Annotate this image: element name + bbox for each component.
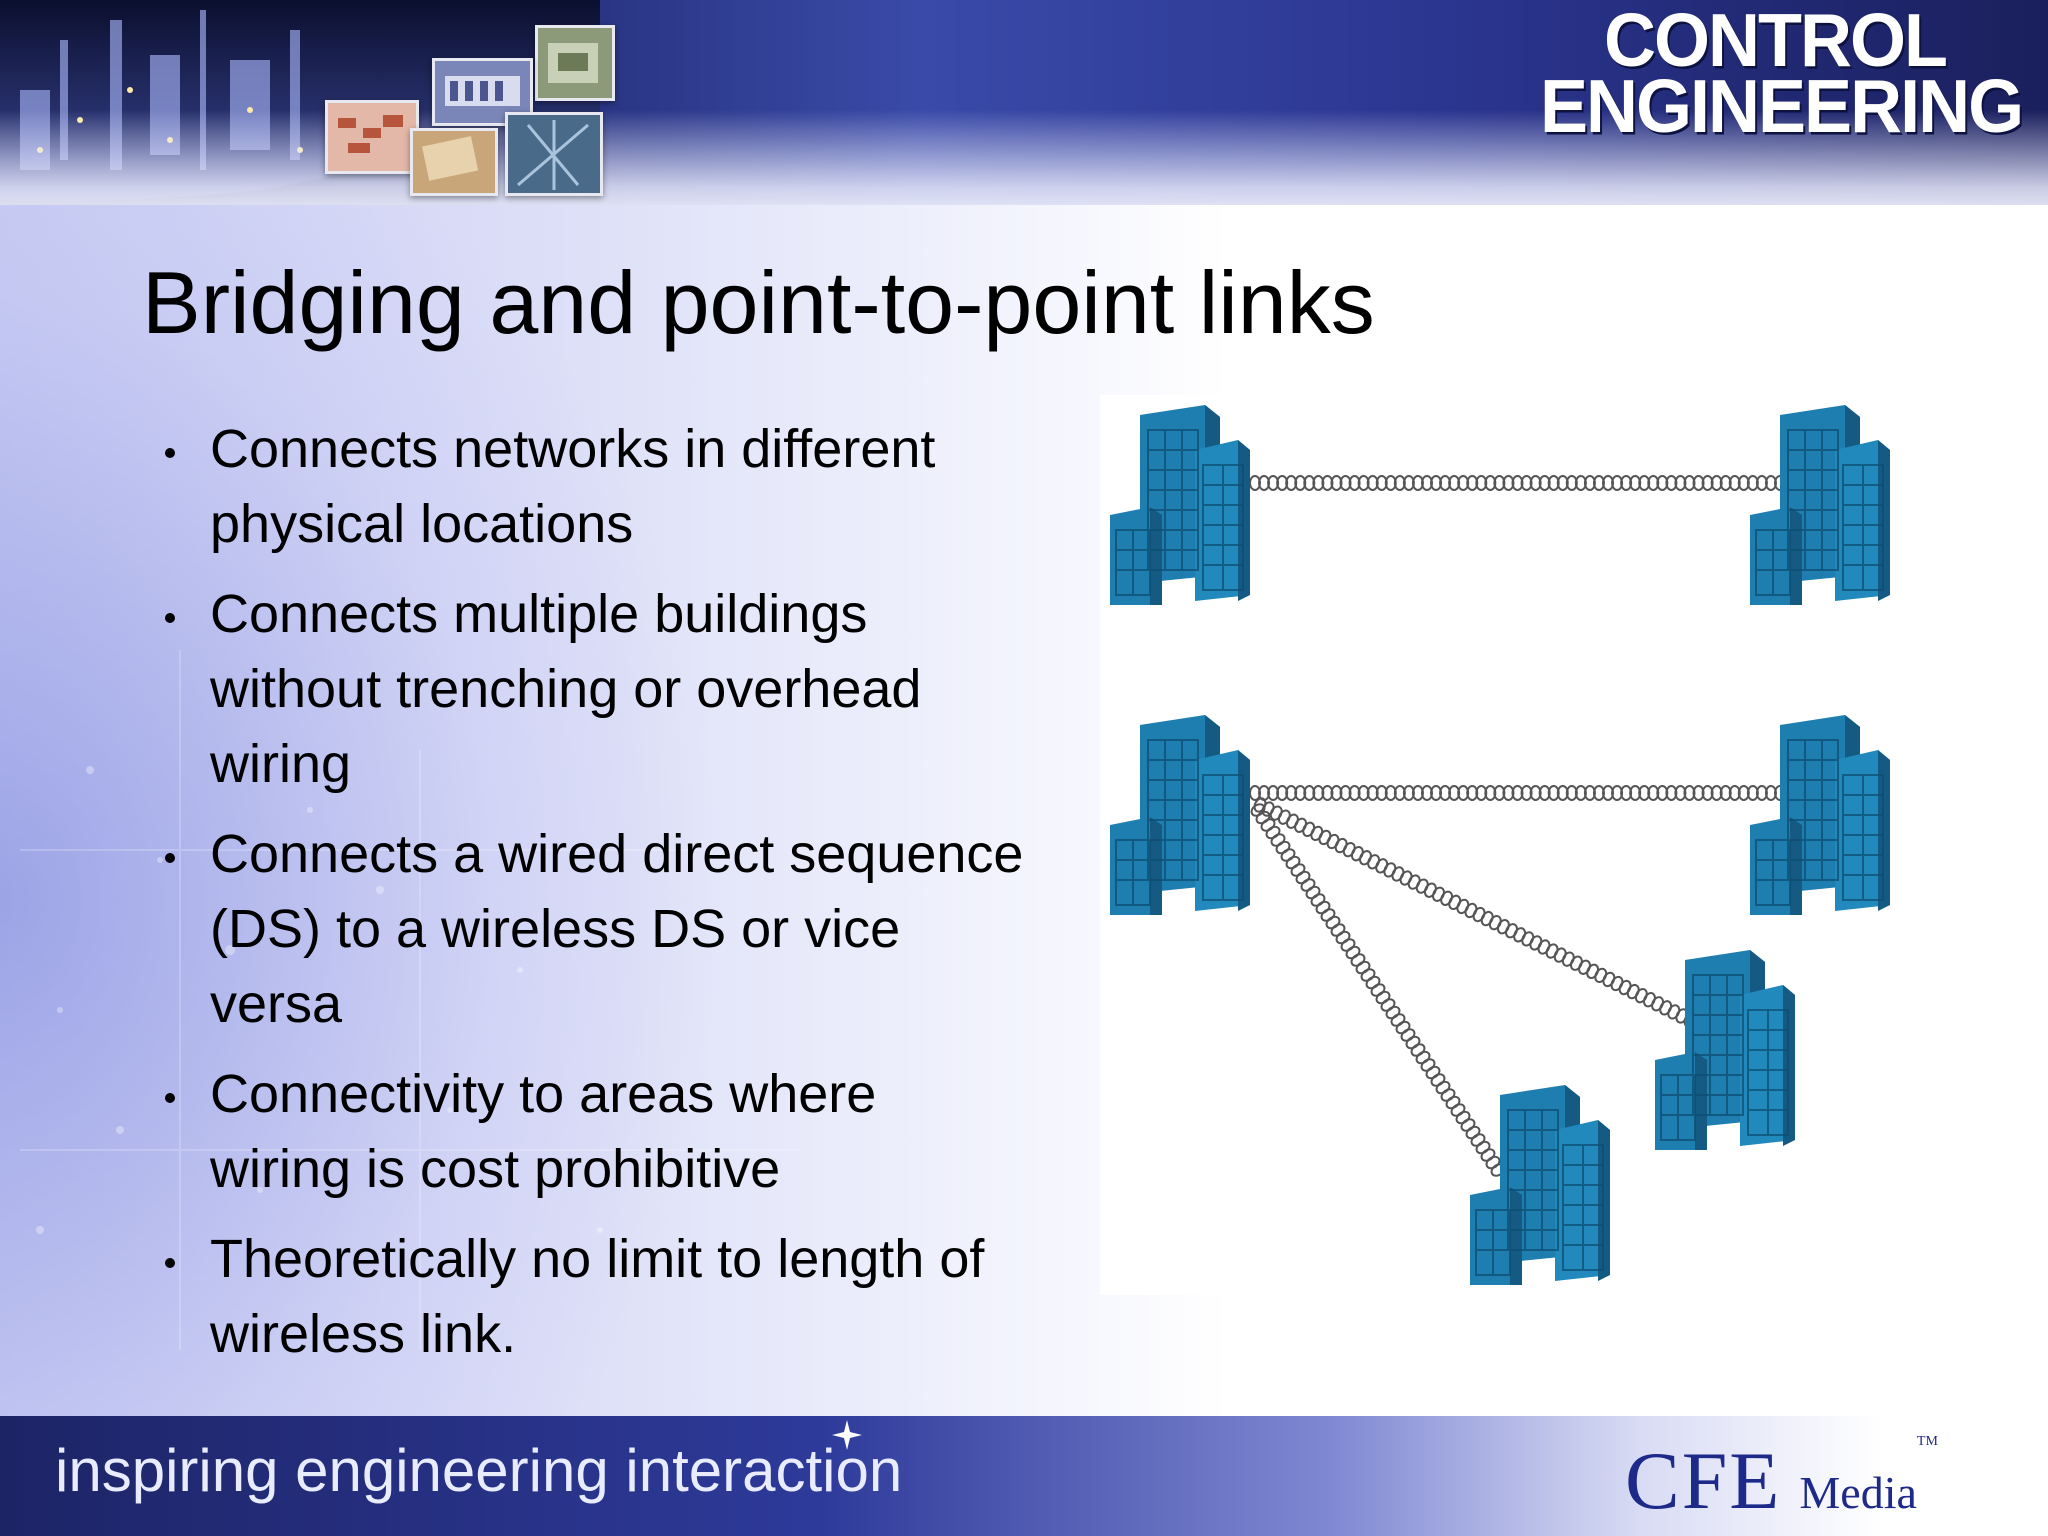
footer-bar: inspiring engineering interaction CFE Med… xyxy=(0,1416,2048,1536)
bullet-icon xyxy=(165,1093,175,1103)
bullet-item: Connects multiple buildings without tren… xyxy=(165,577,1025,802)
building-middle-right xyxy=(1749,714,1891,916)
background-city-lights xyxy=(20,650,800,1350)
footer-tagline: inspiring engineering interaction xyxy=(55,1437,903,1504)
bullet-text: Connects multiple buildings without tren… xyxy=(210,584,922,794)
network-buildings-diagram xyxy=(1100,395,1940,1295)
logo-line-1: CONTROL xyxy=(1604,0,1948,84)
collage-photo-2 xyxy=(432,58,533,126)
bullet-icon xyxy=(165,853,175,863)
bullet-item: Connects a wired direct sequence (DS) to… xyxy=(165,817,1025,1042)
sparkle-icon xyxy=(832,1420,862,1450)
wireless-links xyxy=(1249,475,1786,1177)
cfe-logo-sub: Media xyxy=(1799,1467,1917,1518)
building-middle-left xyxy=(1109,714,1251,916)
bullet-text: Connects networks in different physical … xyxy=(210,419,936,554)
cfe-media-logo: CFE Media TM xyxy=(1625,1434,1938,1528)
header-banner: CONTROL ENGINEERING xyxy=(0,0,2048,205)
bullet-icon xyxy=(165,613,175,623)
link-top xyxy=(1249,475,1786,491)
link-diagonal-down xyxy=(1250,803,1506,1177)
bullet-item: Theoretically no limit to length of wire… xyxy=(165,1222,1025,1372)
bullet-item: Connectivity to areas where wiring is co… xyxy=(165,1057,1025,1207)
bullet-icon xyxy=(165,1258,175,1268)
bullet-text: Connects a wired direct sequence (DS) to… xyxy=(210,824,1024,1034)
slide-title: Bridging and point-to-point links xyxy=(142,253,1375,352)
cfe-logo-main: CFE xyxy=(1625,1435,1782,1526)
building-lower-right xyxy=(1654,949,1796,1151)
bullet-item: Connects networks in different physical … xyxy=(165,412,1025,562)
logo-line-2: ENGINEERING xyxy=(1540,65,2024,149)
link-middle xyxy=(1249,785,1786,801)
collage-photo-5 xyxy=(505,112,603,196)
collage-photo-1 xyxy=(535,25,615,101)
control-engineering-logo: CONTROL ENGINEERING xyxy=(1540,0,2024,149)
collage-photo-4 xyxy=(410,128,498,196)
cfe-logo-tm: TM xyxy=(1916,1434,1938,1449)
building-bottom-center xyxy=(1469,1084,1611,1286)
bullet-icon xyxy=(165,448,175,458)
bullet-text: Theoretically no limit to length of wire… xyxy=(210,1229,985,1364)
building-top-right xyxy=(1749,404,1891,606)
bullet-list: Connects networks in different physical … xyxy=(165,412,1025,1387)
bullet-text: Connectivity to areas where wiring is co… xyxy=(210,1064,877,1199)
collage-photo-3 xyxy=(325,100,419,174)
buildings xyxy=(1109,404,1891,1286)
building-top-left xyxy=(1109,404,1251,606)
